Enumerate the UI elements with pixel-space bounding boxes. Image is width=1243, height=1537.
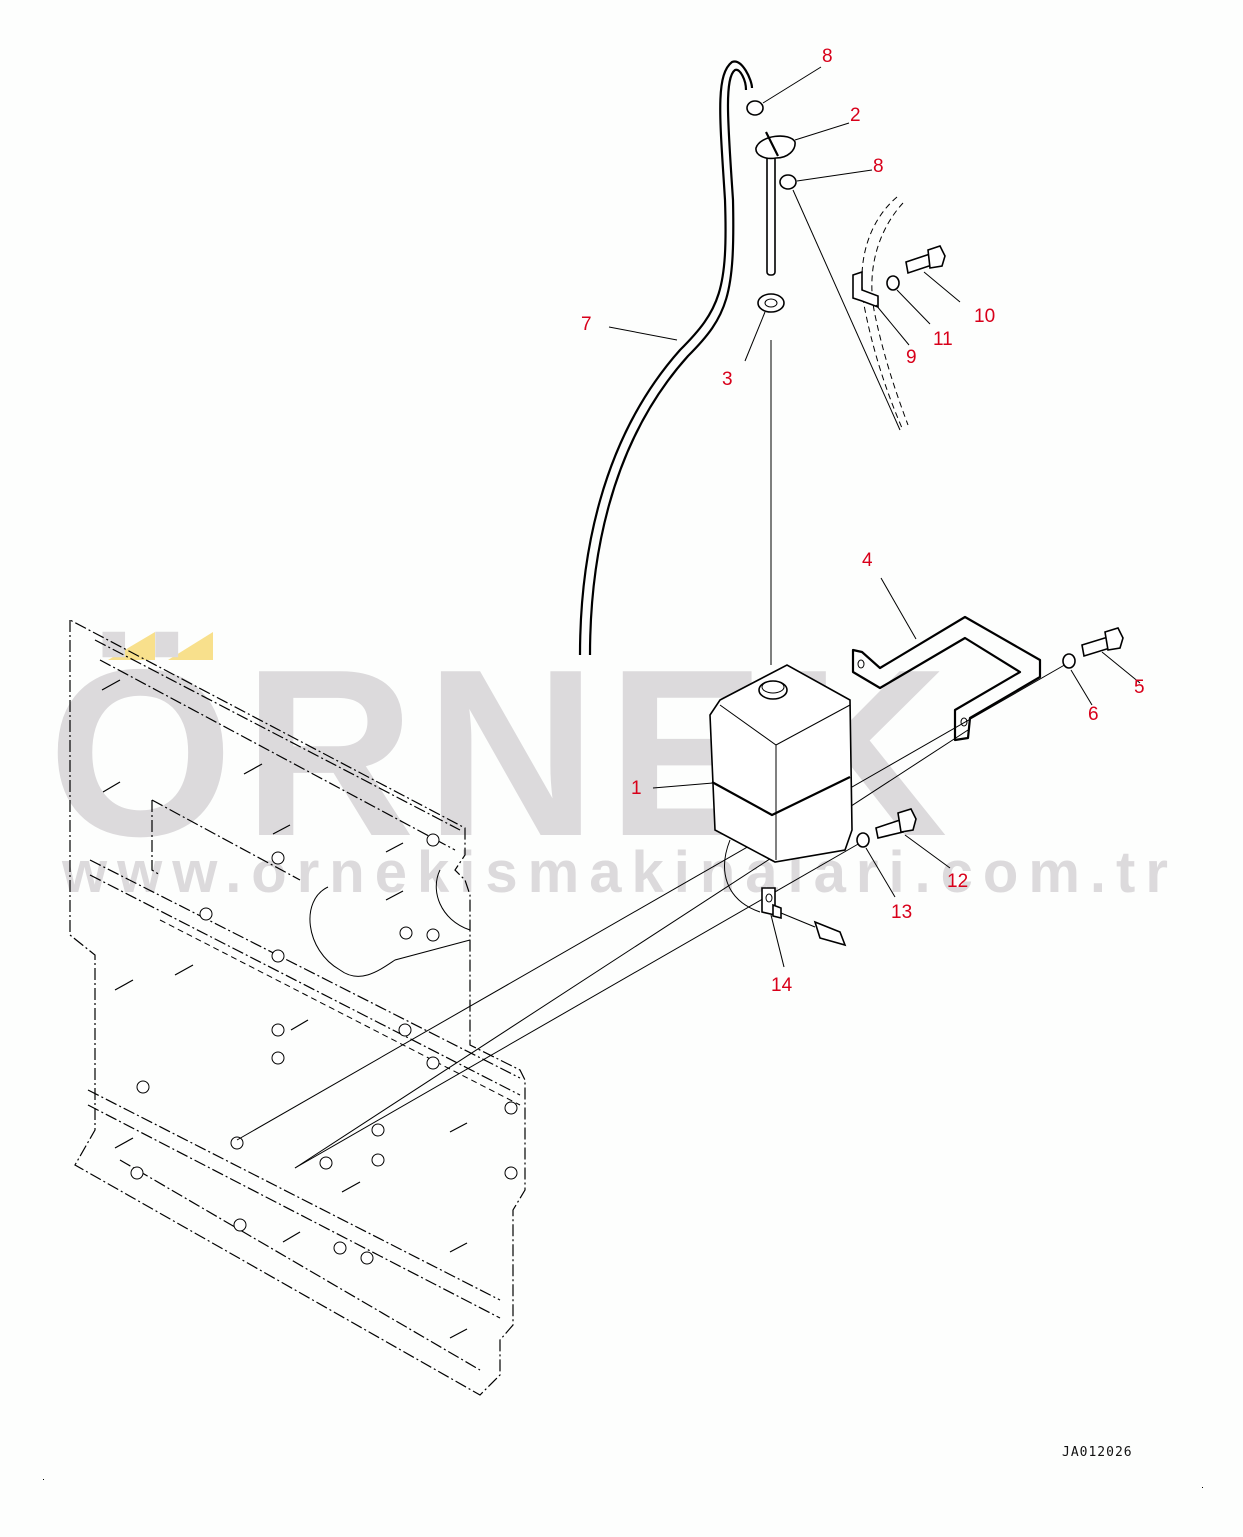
assembly-lines <box>236 189 1069 1169</box>
watermark-umlaut-right <box>168 632 213 660</box>
callout-6: 6 <box>1088 704 1099 725</box>
part-13-bolt <box>875 808 917 839</box>
callout-4: 4 <box>862 550 873 571</box>
part-4-bracket <box>851 615 1042 742</box>
callout-10: 10 <box>974 306 995 327</box>
part-3-gasket <box>757 293 785 313</box>
drawing-reference-code: JA012026 <box>1062 1445 1133 1460</box>
callout-12: 14 <box>771 975 793 996</box>
part-1-tank <box>709 664 853 913</box>
part-7-hose <box>578 60 754 656</box>
callout-13: 12 <box>947 871 968 892</box>
part-9-clip <box>852 270 879 309</box>
panel-studs <box>101 679 468 1339</box>
part-8-clamp-upper <box>746 100 764 116</box>
part-8-clamp-lower <box>779 174 797 190</box>
mounting-panel <box>69 619 526 1396</box>
callout-8-lower: 8 <box>873 156 884 177</box>
stray-dot <box>43 1479 44 1480</box>
callout-7: 7 <box>581 314 592 335</box>
part-12-sensor <box>761 887 847 947</box>
callout-3: 3 <box>722 369 733 390</box>
callout-5: 5 <box>1134 677 1145 698</box>
callout-leaders <box>608 66 1141 968</box>
callout-labels: 8 2 8 7 3 10 11 9 4 5 6 1 12 13 14 <box>581 46 1145 996</box>
callout-14: 13 <box>891 902 912 923</box>
part-14-washer <box>856 832 870 848</box>
callout-9: 9 <box>906 347 917 368</box>
stray-dot <box>1202 1487 1203 1488</box>
callout-11: 11 <box>933 329 953 350</box>
callout-2: 2 <box>850 105 861 126</box>
wire-harness-phantom <box>861 196 909 429</box>
part-6-washer <box>1062 653 1076 669</box>
panel-nuts <box>130 833 518 1265</box>
part-2-cap <box>755 131 796 276</box>
callout-8-upper: 8 <box>822 46 833 67</box>
watermark-url: www.ornekismakinalari.com.tr <box>61 840 1178 905</box>
callout-1: 1 <box>631 778 642 799</box>
part-5-bolt <box>1081 627 1124 658</box>
part-10-bolt <box>905 245 946 275</box>
part-11-washer <box>886 275 900 291</box>
